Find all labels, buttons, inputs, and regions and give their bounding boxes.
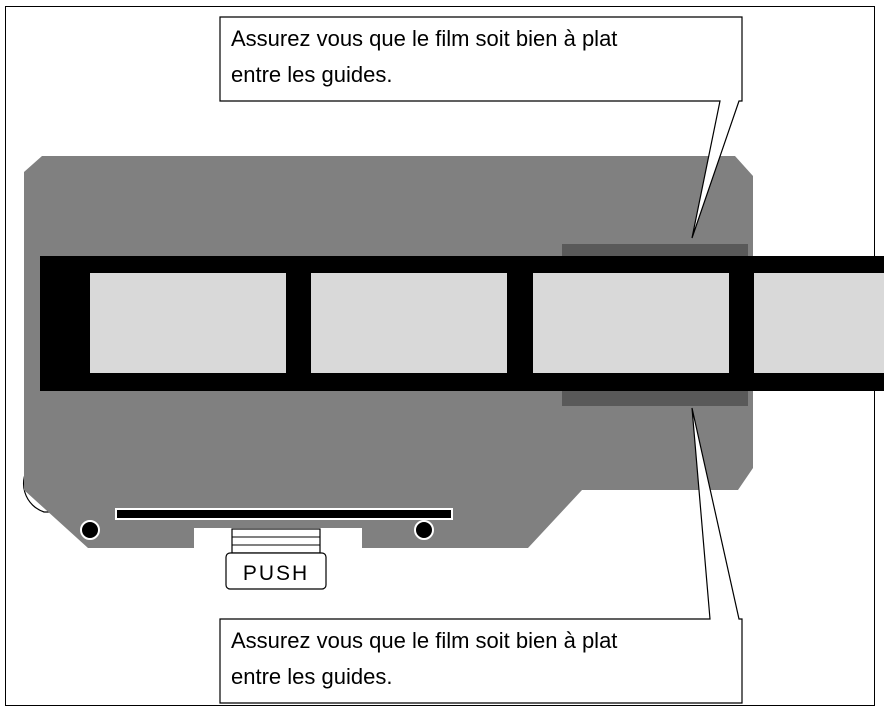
film-guide-bottom [562, 388, 748, 406]
callout-top-line1: Assurez vous que le film soit bien à pla… [231, 26, 617, 51]
callout-bottom-line2: entre les guides. [231, 664, 392, 689]
film-frame-1 [90, 273, 286, 373]
push-tab-stem [231, 528, 321, 554]
push-label: PUSH [243, 562, 309, 585]
push-tab[interactable]: PUSH [225, 528, 327, 590]
film-frame-4 [754, 273, 884, 373]
holder-slot [115, 508, 453, 520]
callout-top-box [219, 16, 743, 239]
film-frame-2 [311, 273, 507, 373]
screw-hole-right-icon [414, 520, 434, 540]
callout-top-line2: entre les guides. [231, 62, 392, 87]
callout-bottom-box [219, 407, 743, 704]
push-button[interactable] [225, 552, 327, 590]
film-frame-3 [533, 273, 729, 373]
screw-hole-left-icon [80, 520, 100, 540]
callout-bottom-line1: Assurez vous que le film soit bien à pla… [231, 628, 617, 653]
